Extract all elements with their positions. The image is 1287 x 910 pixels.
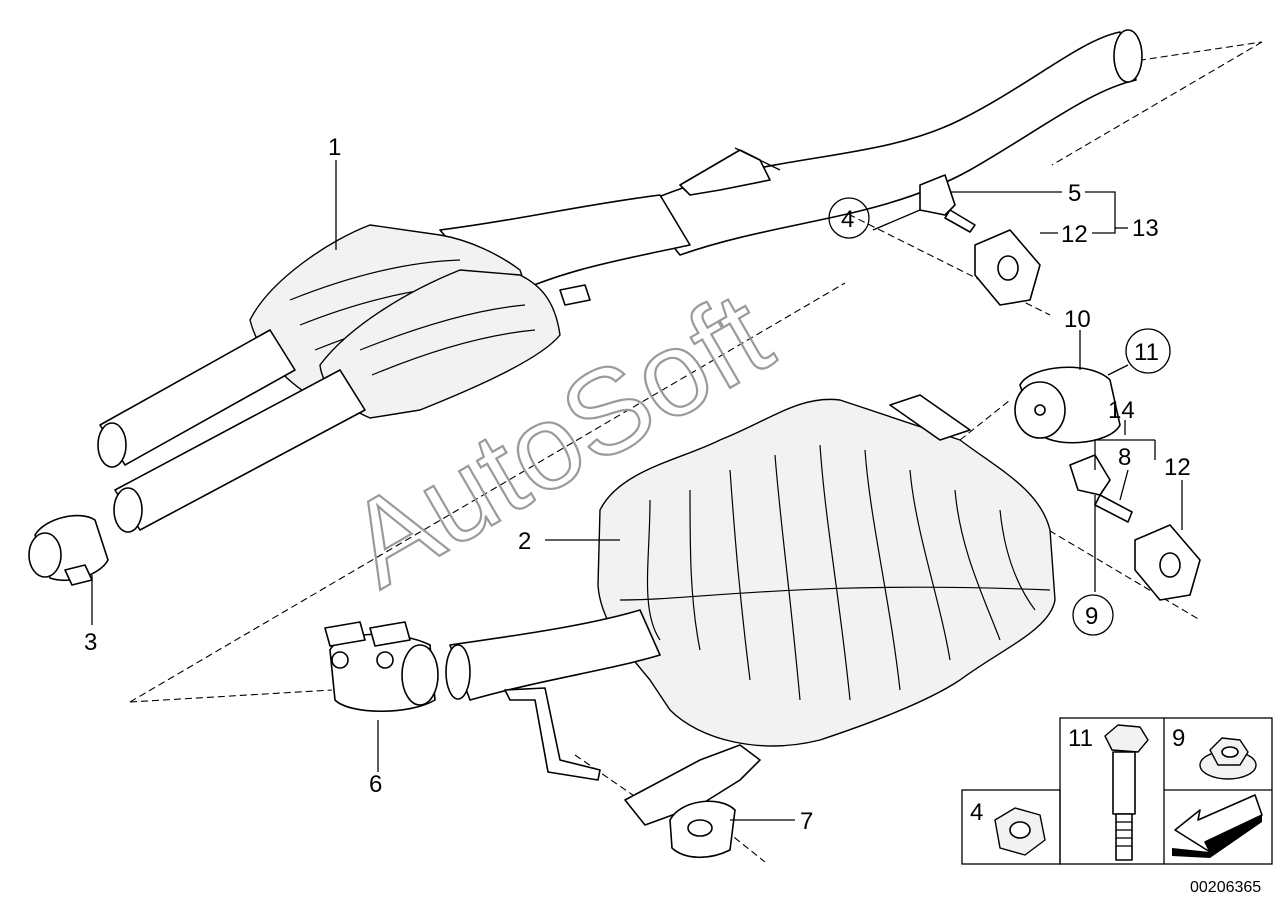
direction-arrow-icon bbox=[1172, 794, 1263, 858]
rear-hanger-7 bbox=[624, 744, 761, 859]
rubber-damper-10 bbox=[1014, 366, 1121, 444]
rubber-mount-12-right bbox=[1134, 524, 1201, 601]
pipe-clamp-3 bbox=[28, 514, 109, 586]
callout-10: 10 bbox=[1064, 306, 1091, 333]
hanger-bolt-8 bbox=[1069, 454, 1133, 523]
fastener-legend: 4 11 9 bbox=[961, 717, 1273, 865]
callout-5: 5 bbox=[1068, 180, 1081, 207]
legend-bolt-label: 11 bbox=[1068, 725, 1093, 752]
hex-nut-icon bbox=[994, 807, 1046, 856]
hex-bolt-icon bbox=[1104, 724, 1149, 861]
flange-nut-icon bbox=[1199, 737, 1257, 780]
callout-1: 1 bbox=[328, 134, 341, 161]
callout-13: 13 bbox=[1132, 215, 1159, 242]
callout-2: 2 bbox=[518, 528, 531, 555]
callout-labels: 1 2 3 4 5 6 7 8 9 10 11 12 12 13 14 bbox=[84, 134, 1191, 835]
front-pipe-catalyst bbox=[97, 29, 1143, 533]
double-clamp-6 bbox=[324, 621, 439, 712]
callout-9-circle bbox=[1072, 594, 1114, 636]
callout-11-circle bbox=[1125, 328, 1171, 374]
callout-6: 6 bbox=[369, 771, 382, 798]
callout-12-right: 12 bbox=[1164, 454, 1191, 481]
callout-4-circle bbox=[828, 197, 870, 239]
hanger-bolt-5 bbox=[919, 174, 976, 233]
legend-flange-nut-label: 9 bbox=[1172, 725, 1185, 752]
rubber-mount-12-top bbox=[974, 229, 1041, 306]
callout-14: 14 bbox=[1108, 397, 1135, 424]
legend-nut-label: 4 bbox=[970, 799, 983, 826]
leader-lines bbox=[91, 160, 1183, 821]
callout-7: 7 bbox=[800, 808, 813, 835]
rear-silencer bbox=[445, 394, 1056, 781]
callout-3: 3 bbox=[84, 629, 97, 656]
callout-8: 8 bbox=[1118, 444, 1131, 471]
callout-9: 9 bbox=[1085, 603, 1098, 630]
callout-4: 4 bbox=[841, 206, 854, 233]
callout-11: 11 bbox=[1134, 339, 1159, 366]
callout-12-top: 12 bbox=[1061, 221, 1088, 248]
reference-number: 00206365 bbox=[1190, 879, 1261, 896]
